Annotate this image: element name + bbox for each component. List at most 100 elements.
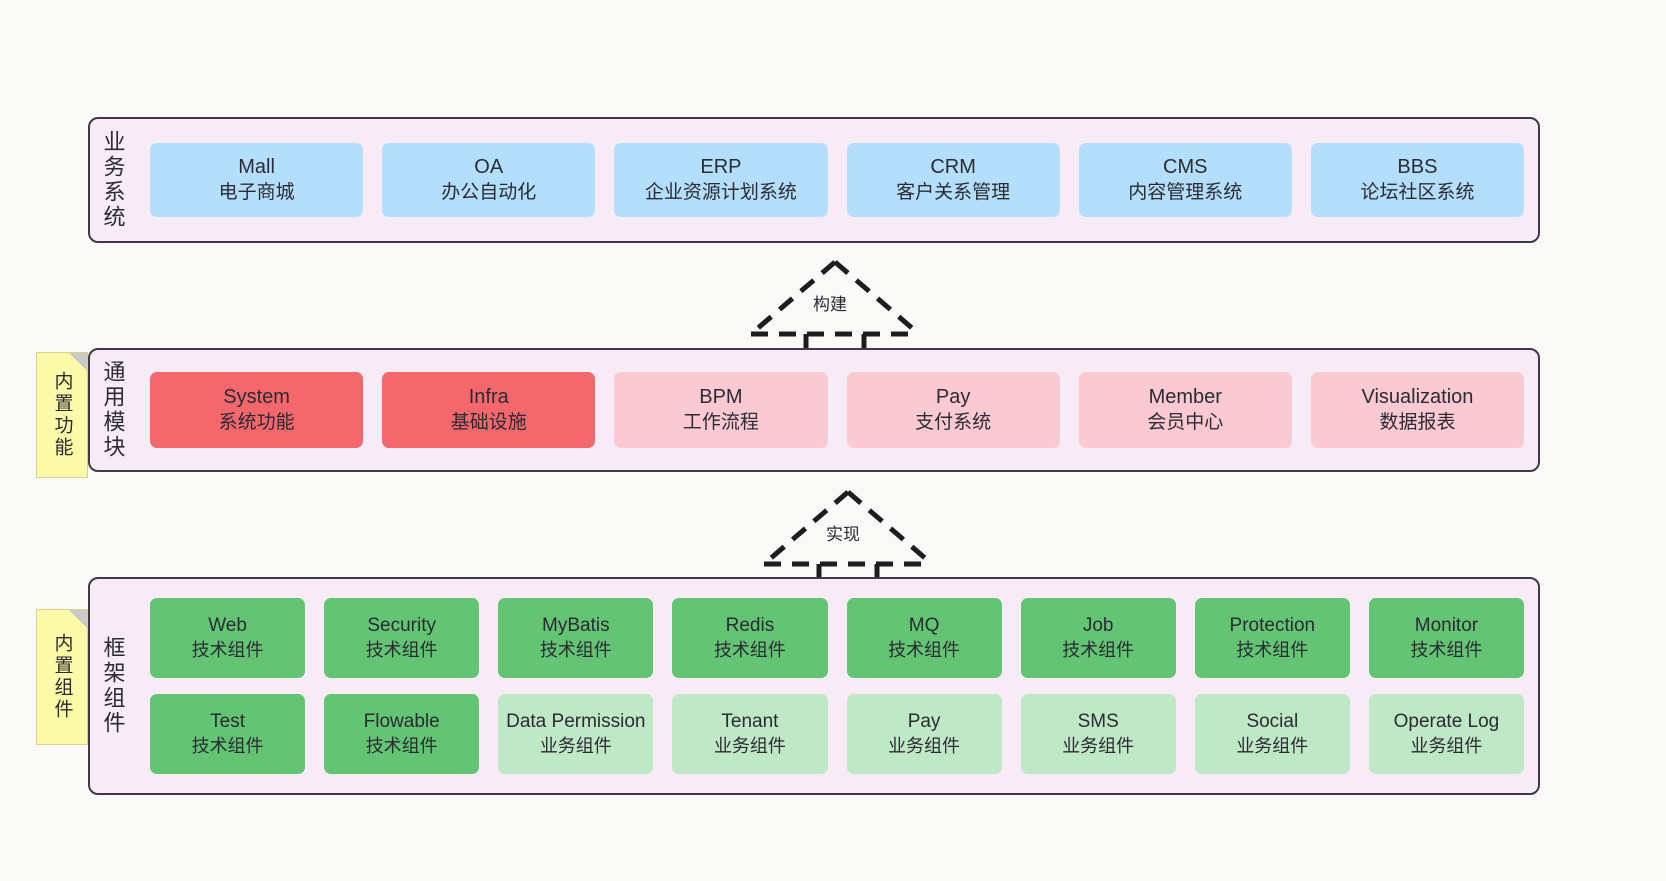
card-visualization[interactable]: Visualization 数据报表	[1310, 372, 1525, 448]
card-monitor[interactable]: Monitor 技术组件	[1368, 598, 1524, 678]
card-security[interactable]: Security 技术组件	[324, 598, 480, 678]
card-title-en: BPM	[699, 386, 743, 409]
card-title-en: Protection	[1229, 615, 1316, 637]
card-mall[interactable]: Mall 电子商城	[150, 143, 364, 217]
card-sms[interactable]: SMS 业务组件	[1020, 694, 1176, 774]
card-title-cn: 数据报表	[1379, 411, 1456, 433]
card-title-cn: 业务组件	[1236, 735, 1309, 756]
framework-card-row-tech: Web 技术组件 Security 技术组件 MyBatis 技术组件 Redi…	[150, 598, 1524, 678]
card-title-cn: 电子商城	[218, 181, 295, 203]
card-title-cn: 工作流程	[682, 411, 759, 433]
card-title-en: Redis	[725, 615, 775, 637]
card-title-cn: 技术组件	[365, 735, 438, 756]
layer-business-system: 业务系统 Mall 电子商城 OA 办公自动化 ERP 企业资源计划系统 CRM…	[88, 117, 1540, 243]
card-title-en: CRM	[930, 156, 976, 179]
card-oa[interactable]: OA 办公自动化	[382, 143, 596, 217]
card-title-en: Infra	[468, 386, 509, 409]
card-title-en: System	[223, 386, 290, 409]
connector-label-implement: 实现	[826, 525, 860, 544]
card-title-en: Visualization	[1361, 386, 1474, 409]
card-data-permission[interactable]: Data Permission 业务组件	[498, 694, 654, 774]
card-title-en: MyBatis	[542, 615, 610, 637]
card-title-en: Test	[210, 711, 245, 733]
card-pay[interactable]: Pay 支付系统	[846, 372, 1060, 448]
card-system[interactable]: System 系统功能	[150, 372, 364, 448]
card-mq[interactable]: MQ 技术组件	[846, 598, 1002, 678]
card-title-cn: 系统功能	[218, 411, 295, 433]
card-operate-log[interactable]: Operate Log 业务组件	[1368, 694, 1524, 774]
business-card-row: Mall 电子商城 OA 办公自动化 ERP 企业资源计划系统 CRM 客户关系…	[150, 143, 1525, 217]
card-title-en: MQ	[908, 615, 940, 637]
card-flowable[interactable]: Flowable 技术组件	[324, 694, 480, 774]
card-erp[interactable]: ERP 企业资源计划系统	[614, 143, 828, 217]
card-title-cn: 技术组件	[713, 639, 786, 660]
card-bpm[interactable]: BPM 工作流程	[614, 372, 828, 448]
card-social[interactable]: Social 业务组件	[1194, 694, 1350, 774]
card-job[interactable]: Job 技术组件	[1020, 598, 1176, 678]
card-protection[interactable]: Protection 技术组件	[1194, 598, 1350, 678]
card-title-cn: 业务组件	[713, 735, 786, 756]
layer-title-business: 业务系统	[100, 130, 126, 230]
sticky-note-label: 内置组件	[51, 633, 73, 721]
card-title-en: Member	[1148, 386, 1222, 409]
card-title-cn: 会员中心	[1147, 411, 1224, 433]
card-web[interactable]: Web 技术组件	[150, 598, 306, 678]
card-title-en: Monitor	[1414, 615, 1479, 637]
framework-card-grid: Web 技术组件 Security 技术组件 MyBatis 技术组件 Redi…	[136, 579, 1538, 793]
card-title-en: Tenant	[721, 711, 779, 733]
card-infra[interactable]: Infra 基础设施	[382, 372, 596, 448]
card-title-cn: 技术组件	[365, 639, 438, 660]
card-title-en: Pay	[935, 386, 971, 409]
card-title-en: Mall	[238, 156, 275, 179]
card-title-en: Social	[1246, 711, 1299, 733]
card-title-cn: 支付系统	[915, 411, 992, 433]
sticky-note-built-in-features: 内置功能	[36, 352, 88, 478]
folded-corner-icon	[69, 610, 87, 628]
layer-title-framework: 框架组件	[100, 636, 126, 736]
card-title-cn: 技术组件	[191, 735, 264, 756]
connector-label-build: 构建	[813, 295, 847, 314]
card-title-cn: 内容管理系统	[1128, 181, 1243, 203]
card-title-en: Flowable	[363, 711, 440, 733]
card-mybatis[interactable]: MyBatis 技术组件	[498, 598, 654, 678]
card-title-en: BBS	[1397, 156, 1438, 179]
card-title-cn: 业务组件	[539, 735, 612, 756]
folded-corner-icon	[69, 353, 87, 371]
card-title-en: Operate Log	[1393, 711, 1500, 733]
business-card-grid: Mall 电子商城 OA 办公自动化 ERP 企业资源计划系统 CRM 客户关系…	[136, 119, 1538, 241]
card-member[interactable]: Member 会员中心	[1078, 372, 1292, 448]
card-title-en: Data Permission	[506, 711, 646, 733]
layer-title-common: 通用模块	[100, 360, 126, 460]
card-title-cn: 客户关系管理	[896, 181, 1011, 203]
card-bbs[interactable]: BBS 论坛社区系统	[1310, 143, 1525, 217]
card-title-en: CMS	[1163, 156, 1208, 179]
common-card-row: System 系统功能 Infra 基础设施 BPM 工作流程 Pay 支付系统…	[150, 372, 1525, 448]
card-title-en: Web	[208, 615, 247, 637]
layer-framework-component: 框架组件 Web 技术组件 Security 技术组件 MyBatis 技术组件…	[88, 577, 1540, 795]
card-title-en: ERP	[700, 156, 742, 179]
card-crm[interactable]: CRM 客户关系管理	[846, 143, 1060, 217]
card-title-cn: 业务组件	[888, 735, 961, 756]
card-title-en: Job	[1082, 615, 1114, 637]
card-title-cn: 基础设施	[450, 411, 527, 433]
card-title-en: SMS	[1077, 711, 1119, 733]
card-title-cn: 技术组件	[191, 639, 264, 660]
card-pay-business[interactable]: Pay 业务组件	[846, 694, 1002, 774]
card-title-cn: 技术组件	[1062, 639, 1135, 660]
card-title-cn: 技术组件	[1236, 639, 1309, 660]
card-title-cn: 技术组件	[539, 639, 612, 660]
card-title-en: Security	[367, 615, 436, 637]
card-title-cn: 论坛社区系统	[1360, 181, 1475, 203]
card-title-cn: 业务组件	[1410, 735, 1483, 756]
card-redis[interactable]: Redis 技术组件	[672, 598, 828, 678]
card-title-cn: 技术组件	[888, 639, 961, 660]
layer-common-module: 通用模块 System 系统功能 Infra 基础设施 BPM 工作流程 Pay…	[88, 348, 1540, 472]
card-title-cn: 企业资源计划系统	[644, 181, 797, 203]
card-cms[interactable]: CMS 内容管理系统	[1078, 143, 1292, 217]
framework-card-row-business: Test 技术组件 Flowable 技术组件 Data Permission …	[150, 694, 1524, 774]
card-title-cn: 技术组件	[1410, 639, 1483, 660]
sticky-note-built-in-components: 内置组件	[36, 609, 88, 745]
card-tenant[interactable]: Tenant 业务组件	[672, 694, 828, 774]
card-test[interactable]: Test 技术组件	[150, 694, 306, 774]
